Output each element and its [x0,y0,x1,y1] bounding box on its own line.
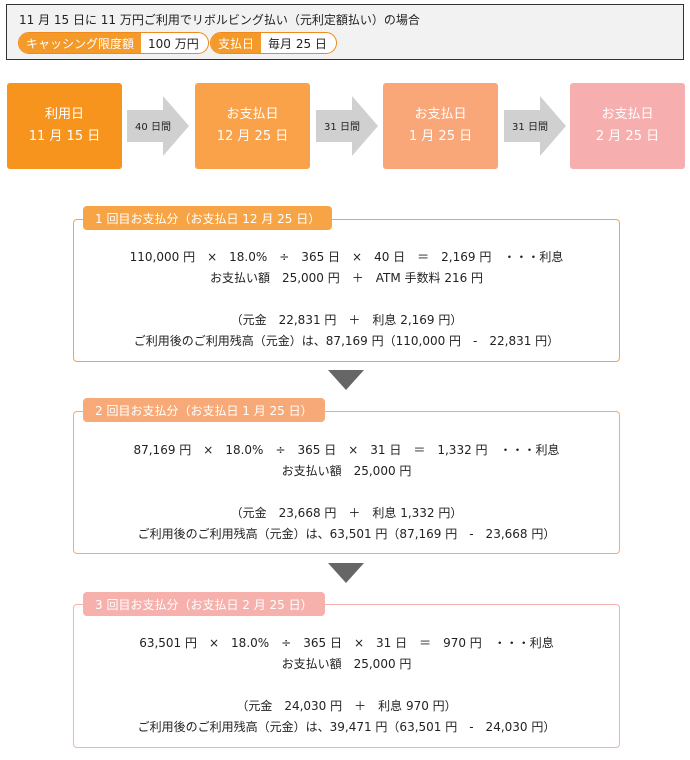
payment-date-box-1: お支払日 12 月 25 日 [195,83,310,169]
usage-date-box: 利用日 11 月 15 日 [7,83,122,169]
principal-interest-breakdown: （元金 22,831 円 ＋ 利息 2,169 円） [230,313,463,327]
date-box-date: 1 月 25 日 [408,129,473,144]
payday-label: 支払日 [211,33,262,53]
payment-amount: お支払い額 25,000 円 [281,657,412,671]
payment-amount: お支払い額 25,000 円 ＋ ATM 手数料 216 円 [209,271,484,285]
interval-label: 40 日間 [135,122,171,133]
date-box-date: 2 月 25 日 [595,129,660,144]
interval-arrow-1: 40 日間 [127,96,189,156]
date-box-date: 12 月 25 日 [216,129,289,144]
right-arrow-icon [127,96,189,156]
payday-value: 毎月 25 日 [268,36,327,51]
payment-title-2: 2 回目お支払分（お支払日 1 月 25 日） [83,398,325,422]
date-box-label: 利用日 [44,107,84,122]
payment-date-box-3: お支払日 2 月 25 日 [570,83,685,169]
interest-calculation: 87,169 円 × 18.0% ÷ 365 日 × 31 日 ＝ 1,332 … [133,443,560,457]
payday-badge: 支払日 毎月 25 日 [210,32,337,54]
payment-amount: お支払い額 25,000 円 [281,464,412,478]
cashing-limit-label: キャッシング限度額 [19,33,142,53]
date-box-date: 11 月 15 日 [28,129,101,144]
payment-box-3 [73,604,620,748]
right-arrow-icon [504,96,566,156]
remaining-balance: ご利用後のご利用残高（元金）は、87,169 円（110,000 円 - 22,… [133,334,560,348]
right-arrow-icon [316,96,378,156]
principal-interest-breakdown: （元金 23,668 円 ＋ 利息 1,332 円） [230,506,463,520]
remaining-balance: ご利用後のご利用残高（元金）は、39,471 円（63,501 円 - 24,0… [137,720,556,734]
payment-date-box-2: お支払日 1 月 25 日 [383,83,498,169]
scenario-header: 11 月 15 日に 11 万円ご利用でリボルビング払い（元利定額払い）の場合 … [6,4,684,60]
principal-interest-breakdown: （元金 24,030 円 ＋ 利息 970 円） [236,699,457,713]
scenario-title: 11 月 15 日に 11 万円ご利用でリボルビング払い（元利定額払い）の場合 [19,13,420,27]
cashing-limit-value: 100 万円 [148,36,199,51]
down-arrow-icon [328,563,364,583]
date-box-label: お支払日 [601,107,654,122]
interval-label: 31 日間 [512,122,548,133]
interval-arrow-2: 31 日間 [316,96,378,156]
payment-title-3: 3 回目お支払分（お支払日 2 月 25 日） [83,592,325,616]
date-box-label: お支払日 [414,107,467,122]
date-box-label: お支払日 [226,107,279,122]
interest-calculation: 110,000 円 × 18.0% ÷ 365 日 × 40 日 ＝ 2,169… [129,250,564,264]
interval-label: 31 日間 [324,122,360,133]
interval-arrow-3: 31 日間 [504,96,566,156]
payment-box-1 [73,219,620,362]
down-arrow-icon [328,370,364,390]
remaining-balance: ご利用後のご利用残高（元金）は、63,501 円（87,169 円 - 23,6… [137,527,556,541]
payment-title-1: 1 回目お支払分（お支払日 12 月 25 日） [83,206,333,230]
cashing-limit-badge: キャッシング限度額 100 万円 [18,32,209,54]
payment-box-2 [73,411,620,554]
interest-calculation: 63,501 円 × 18.0% ÷ 365 日 × 31 日 ＝ 970 円 … [139,636,554,650]
